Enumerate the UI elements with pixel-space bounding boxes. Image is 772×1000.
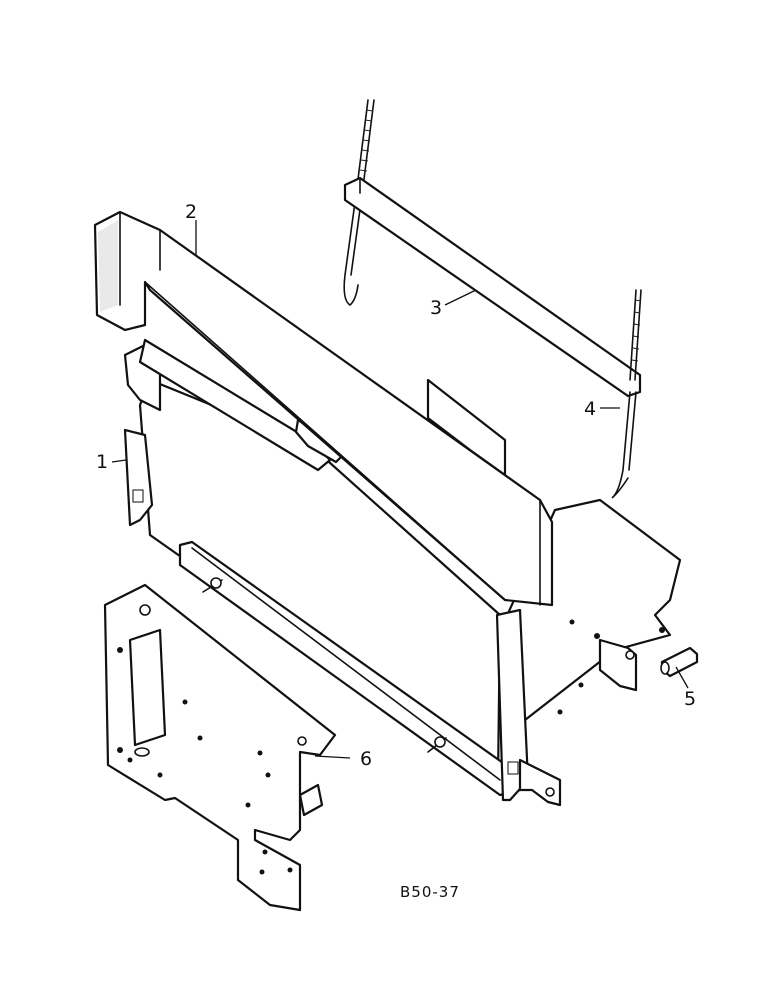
callout-labels: 2 3 4 1 5 6 B50-37 xyxy=(96,201,696,901)
pin-part xyxy=(660,646,699,678)
callout-1: 1 xyxy=(96,451,108,473)
battery-tray xyxy=(123,338,682,807)
reference-code: B50-37 xyxy=(400,883,460,901)
hold-down-frame xyxy=(343,99,642,499)
callout-4: 4 xyxy=(584,398,596,420)
callout-2: 2 xyxy=(185,201,197,223)
clamp-bar xyxy=(93,210,554,607)
callout-leaders xyxy=(111,220,689,759)
callout-5: 5 xyxy=(684,688,696,710)
callout-3: 3 xyxy=(430,297,442,319)
mounting-plate xyxy=(103,583,337,912)
callout-6: 6 xyxy=(360,748,372,770)
